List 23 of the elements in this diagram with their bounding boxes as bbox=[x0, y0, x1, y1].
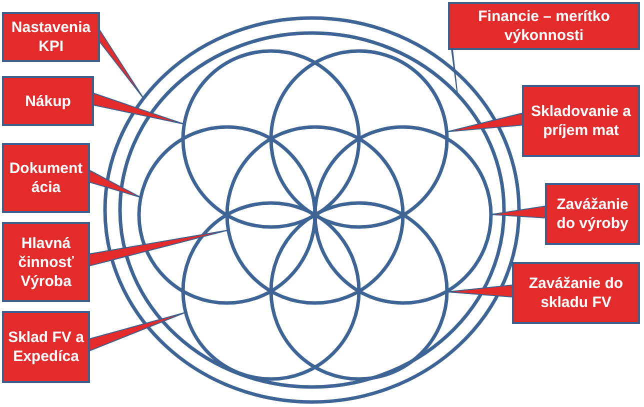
callout-pointer bbox=[490, 205, 546, 219]
circle-outline bbox=[269, 201, 449, 382]
callout-box: Nákup bbox=[2, 76, 94, 126]
callout-box: Hlavná činnosť Výroba bbox=[2, 222, 90, 302]
callout-box: Dokumentácia bbox=[2, 143, 90, 213]
circle-outline bbox=[225, 125, 405, 305]
circle-outline bbox=[181, 201, 361, 382]
callout-pointer bbox=[88, 312, 186, 352]
callout-box: Sklad FV a Expedíca bbox=[2, 311, 90, 383]
callout-pointer bbox=[98, 27, 144, 99]
callout-pointer bbox=[88, 169, 142, 198]
callout-box: Zavážanie do výroby bbox=[545, 183, 640, 245]
circle-outline bbox=[137, 125, 317, 305]
circle-outline bbox=[313, 125, 493, 305]
callout-pointer bbox=[92, 92, 185, 125]
callout-pointer bbox=[446, 112, 524, 132]
circle-outline bbox=[269, 48, 449, 229]
callout-box: Skladovanie a príjem mat bbox=[522, 85, 640, 157]
circle-outline bbox=[181, 48, 361, 229]
callout-box: Zavážanie do skladu FV bbox=[512, 262, 640, 324]
callout-pointer bbox=[88, 230, 229, 267]
callout-box: Nastavenia KPI bbox=[2, 12, 100, 62]
callout-pointer bbox=[446, 284, 514, 298]
